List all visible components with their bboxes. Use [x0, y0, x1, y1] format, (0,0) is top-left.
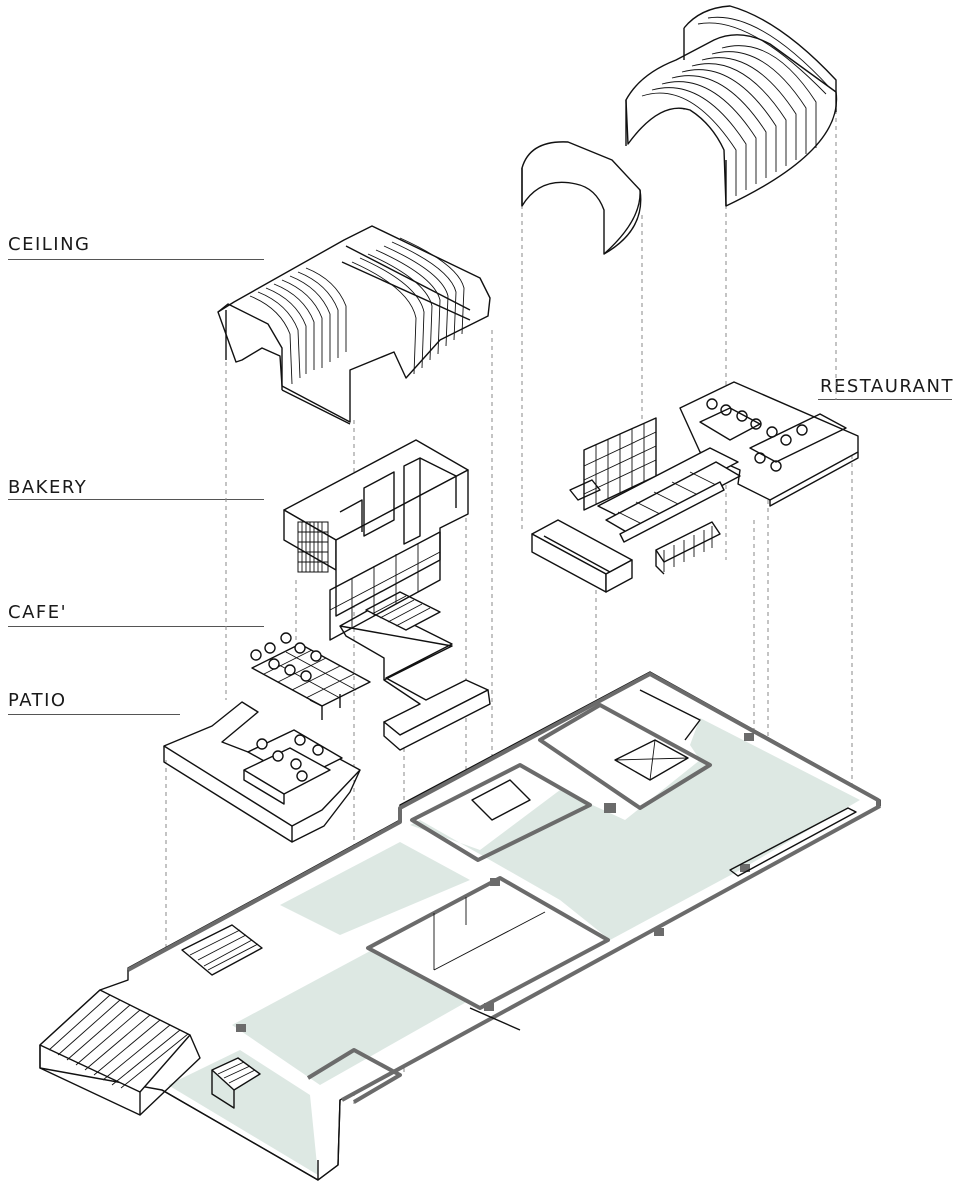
rule-cafe [8, 626, 264, 627]
ceiling-module-restaurant-arch-small [521, 141, 642, 255]
ceiling-module-restaurant-arch-large [625, 5, 838, 207]
basement-stair [211, 1057, 261, 1109]
label-ceiling: CEILING [8, 234, 91, 255]
ground-floor-plan [39, 671, 881, 1181]
rule-bakery [8, 499, 264, 500]
label-bakery: BAKERY [8, 477, 88, 498]
bakery-module [283, 439, 469, 641]
cafe-module [250, 591, 491, 751]
label-cafe: CAFE' [8, 602, 68, 623]
restaurant-module [531, 381, 859, 593]
label-restaurant: RESTAURANT [820, 376, 954, 397]
rule-patio [8, 714, 180, 715]
label-patio: PATIO [8, 690, 67, 711]
interior-stair [181, 924, 263, 976]
entrance-stair [39, 989, 201, 1116]
cafe-seating [250, 632, 371, 720]
ceiling-module-bakery [217, 225, 491, 425]
rule-restaurant [818, 399, 952, 400]
rule-ceiling [8, 259, 264, 260]
patio-module [163, 701, 361, 843]
